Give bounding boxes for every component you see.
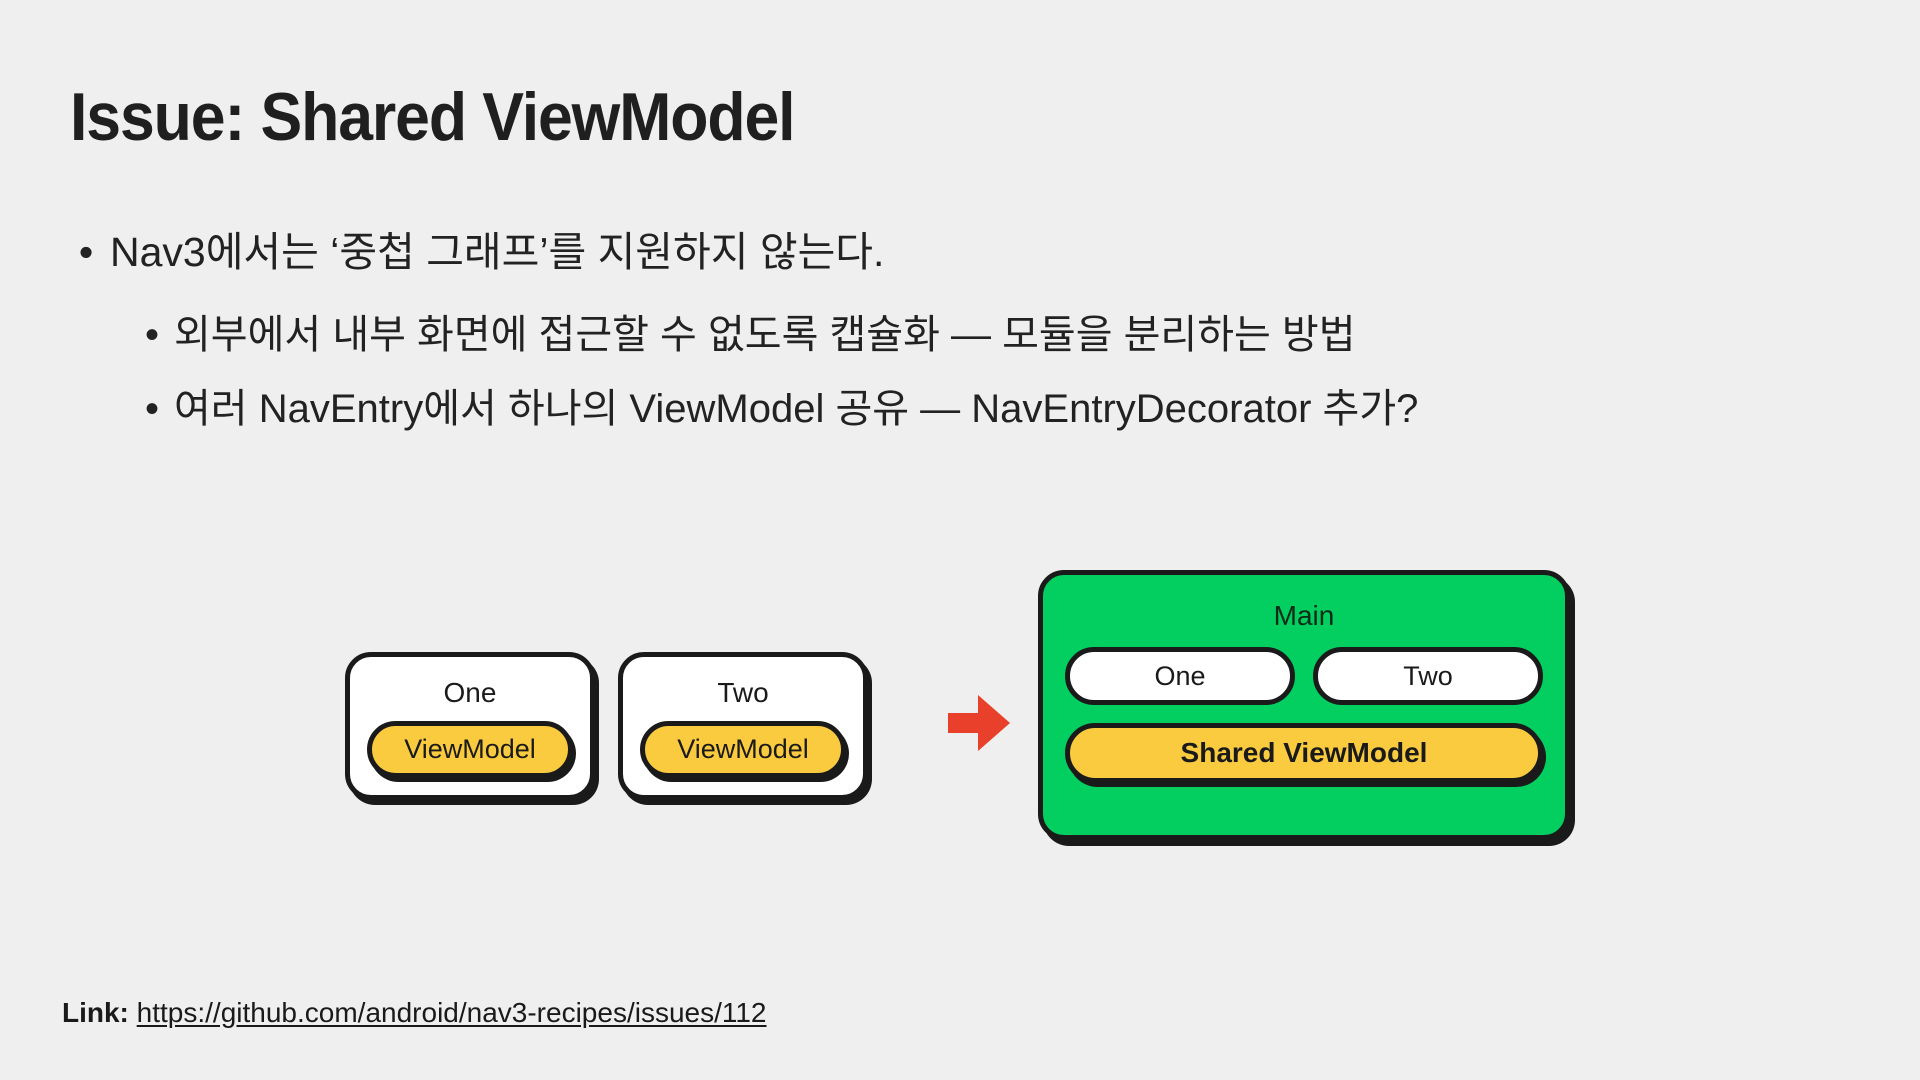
bullet-item-level2: • 여러 NavEntry에서 하나의 ViewModel 공유 — NavEn… (62, 378, 1862, 440)
main-container: Main One Two Shared ViewModel (1038, 570, 1570, 840)
bullet-text: 외부에서 내부 화면에 접근할 수 없도록 캡슐화 — 모듈을 분리하는 방법 (174, 313, 1356, 357)
bullet-text: Nav3에서는 ‘중첩 그래프’를 지원하지 않는다. (110, 229, 885, 275)
bullet-marker-icon: • (78, 229, 94, 275)
viewmodel-pill: ViewModel (640, 721, 846, 778)
bullet-text: 여러 NavEntry에서 하나의 ViewModel 공유 — NavEntr… (174, 387, 1419, 431)
main-entries-row: One Two (1065, 647, 1543, 705)
bullet-marker-icon: • (144, 313, 159, 357)
screen-title: One (443, 677, 497, 708)
screen-box-two: Two ViewModel (618, 652, 868, 800)
footer-label: Link: (62, 997, 129, 1028)
screen-title: Two (717, 677, 769, 708)
footer-url-link[interactable]: https://github.com/android/nav3-recipes/… (136, 997, 767, 1028)
entry-pill-one: One (1065, 647, 1295, 705)
page-title: Issue: Shared ViewModel (70, 79, 796, 155)
entry-pill-two: Two (1313, 647, 1543, 705)
bullet-item-level1: • Nav3에서는 ‘중첩 그래프’를 지원하지 않는다. (62, 220, 1862, 284)
arrow-right-icon (948, 695, 1010, 751)
bullet-marker-icon: • (144, 387, 159, 431)
viewmodel-pill: ViewModel (367, 721, 573, 778)
bullet-list: • Nav3에서는 ‘중첩 그래프’를 지원하지 않는다. • 외부에서 내부 … (62, 220, 1862, 452)
diagram: One ViewModel Two ViewModel Main One Two… (0, 560, 1920, 860)
bullet-item-level2: • 외부에서 내부 화면에 접근할 수 없도록 캡슐화 — 모듈을 분리하는 방… (62, 304, 1862, 366)
shared-viewmodel-pill: Shared ViewModel (1065, 723, 1543, 783)
main-container-label: Main (1273, 600, 1335, 631)
screen-box-one: One ViewModel (345, 652, 595, 800)
footer-link-line: Link: https://github.com/android/nav3-re… (62, 997, 767, 1029)
